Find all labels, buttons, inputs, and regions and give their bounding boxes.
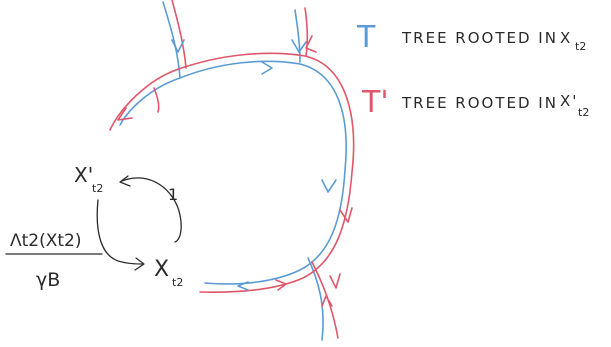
- xprime-label: X': [74, 163, 93, 187]
- tree-T-loop: [119, 1, 347, 341]
- transition-cycle: [5, 175, 182, 271]
- legend-T-text: TREE ROOTED IN: [401, 29, 558, 47]
- node-x-t2: X t2: [154, 257, 183, 289]
- tree-Tprime-loop: [109, 0, 355, 339]
- legend-tree-Tprime: T' TREE ROOTED IN X' t2: [361, 85, 589, 120]
- legend-T-var: X: [560, 29, 572, 47]
- tree-Tprime-arrowheads: [117, 35, 353, 307]
- rate-denominator: γB: [36, 269, 60, 291]
- legend-T-symbol: T: [356, 20, 376, 55]
- legend-tree-T: T TREE ROOTED IN X t2: [356, 20, 586, 55]
- legend-T-subscript: t2: [575, 40, 586, 53]
- legend-Tprime-symbol: T': [361, 85, 389, 120]
- legend-Tprime-var: X': [560, 92, 578, 110]
- legend-Tprime-text: TREE ROOTED IN: [401, 94, 558, 112]
- node-xprime-t2: X' t2: [74, 163, 103, 195]
- x-subscript: t2: [172, 276, 183, 289]
- rate-numerator: Λt2(Xt2): [10, 231, 82, 251]
- lower-transition-arrow: [96, 199, 143, 265]
- upper-transition-arrow: [121, 177, 182, 243]
- x-label: X: [154, 257, 169, 282]
- legend-Tprime-subscript: t2: [578, 106, 589, 119]
- rate-one-label: 1: [168, 185, 178, 204]
- tree-T-arrowheads: [171, 39, 337, 291]
- xprime-subscript: t2: [92, 182, 103, 195]
